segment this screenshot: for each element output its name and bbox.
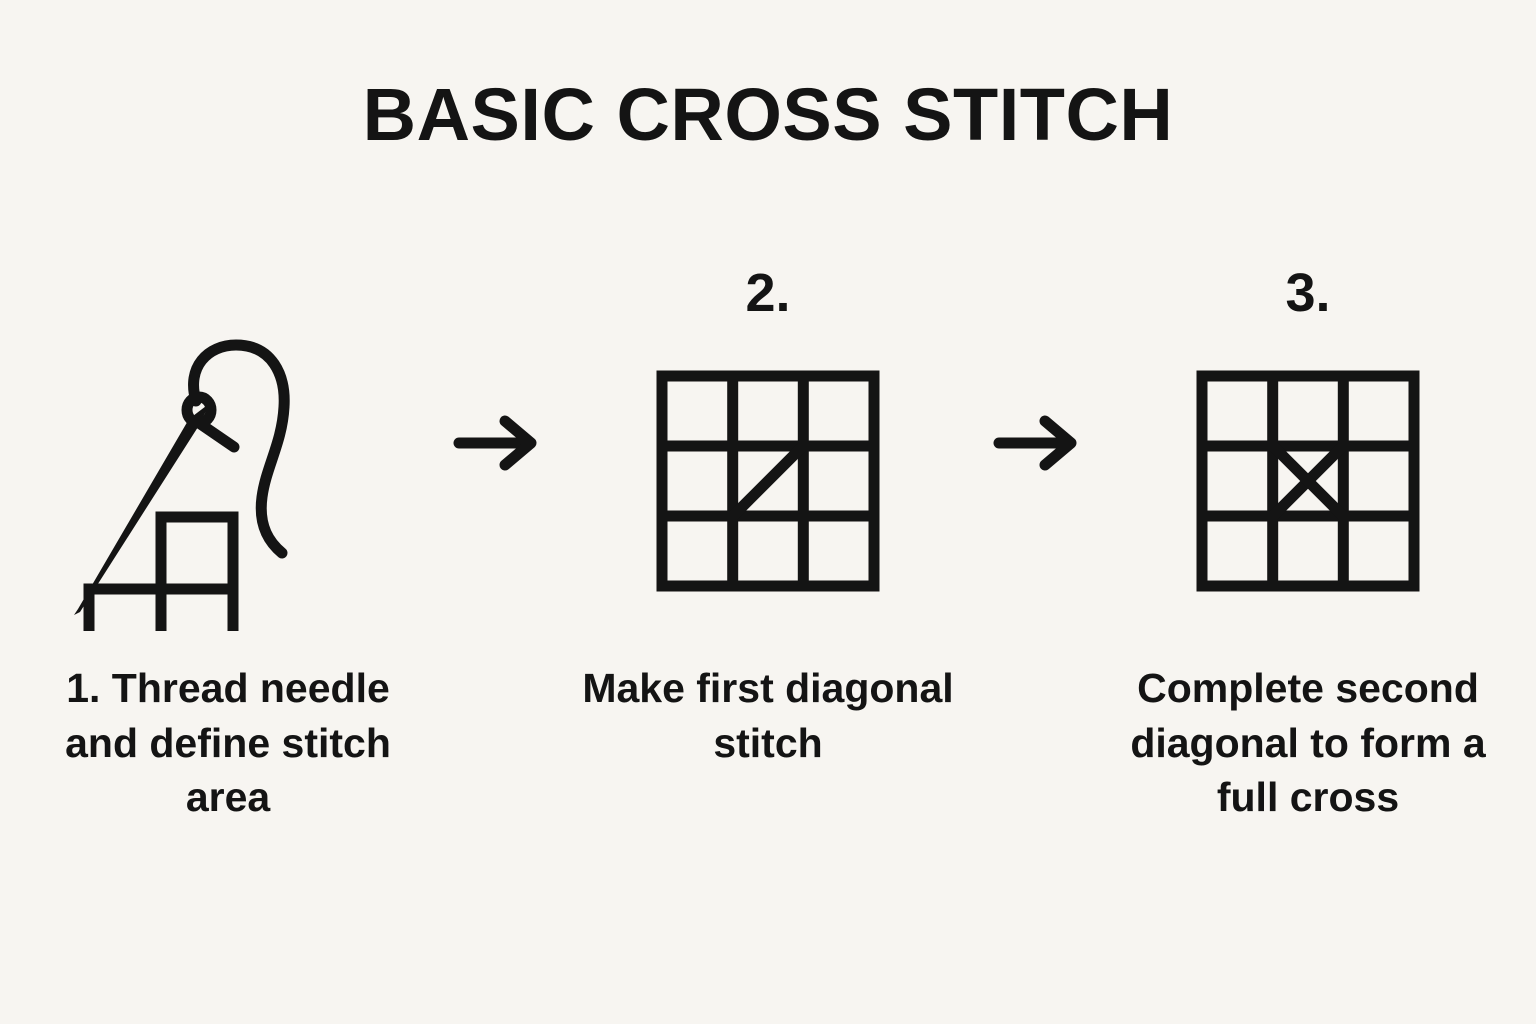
- arrow-right-icon: [453, 415, 537, 471]
- diagonal-stitch-line: [729, 442, 807, 520]
- grid-with-first-diagonal-icon: [656, 370, 880, 592]
- needle-icon: [74, 403, 210, 615]
- step-3: 3. Complete second diagon: [1098, 255, 1518, 825]
- steps-row: 1. Thread needle and define stitch area …: [0, 255, 1536, 935]
- step-1-illustration: [58, 331, 398, 631]
- arrow-step1-to-step2-cell: [438, 255, 558, 631]
- step-3-illustration: [1196, 331, 1420, 631]
- step-3-number: 3.: [1285, 263, 1331, 323]
- page-title: BASIC CROSS STITCH: [362, 73, 1174, 156]
- arrow-right-icon: [993, 415, 1077, 471]
- step-2-number: 2.: [745, 263, 791, 323]
- step-1: 1. Thread needle and define stitch area: [18, 255, 438, 825]
- grid-with-full-cross-icon: [1196, 370, 1420, 592]
- step-1-caption: 1. Thread needle and define stitch area: [65, 665, 391, 821]
- step-2: 2. Make first diagonal stitch: [558, 255, 978, 770]
- step-2-caption: Make first diagonal stitch: [582, 665, 954, 766]
- step-2-illustration: [656, 331, 880, 631]
- arrow-step2-to-step3-cell: [978, 255, 1098, 631]
- stitch-area-grid-icon: [83, 511, 239, 631]
- step-3-caption: Complete second diagonal to form a full …: [1130, 665, 1486, 821]
- cross-stitch-lines: [1269, 442, 1347, 520]
